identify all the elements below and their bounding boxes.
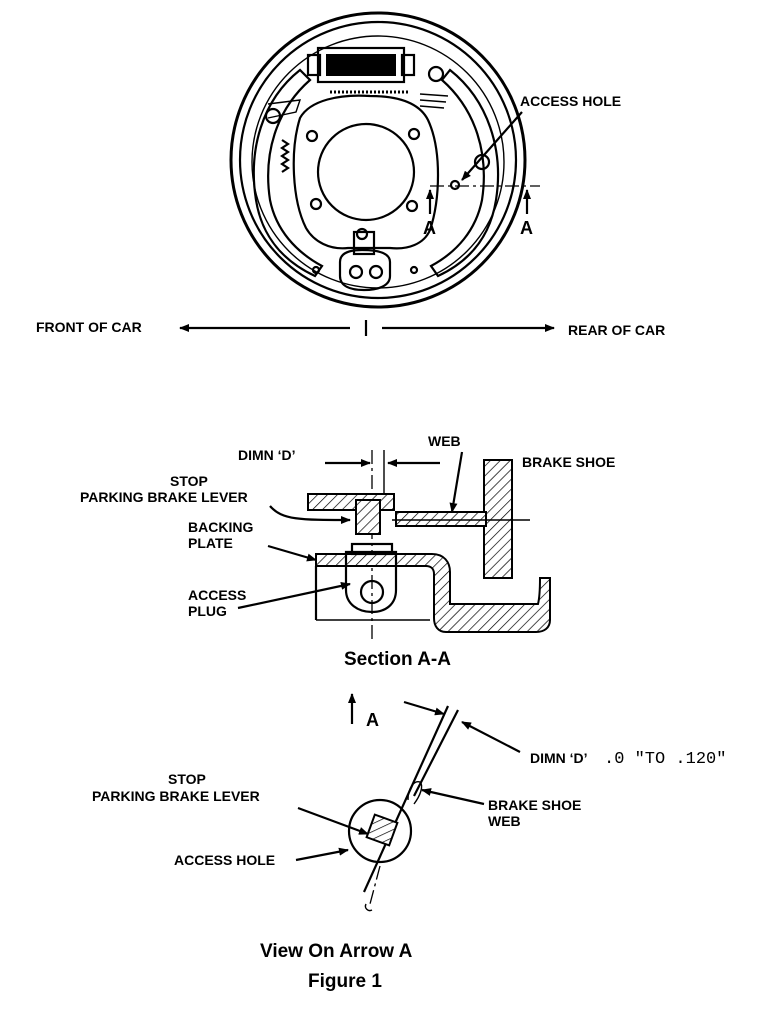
view-stop-label-line1: STOP [168,771,206,787]
rear-brake-shoe [429,68,500,278]
dimn-view-arrow-upper [403,700,445,716]
backing-plate-section [315,553,551,633]
view-access-hole-label: ACCESS HOLE [174,852,275,868]
view-stop-leader [297,806,369,836]
access-plug-label-line1: ACCESS [188,587,246,603]
brake-shoe-web-leader [421,788,485,806]
lower-pin-right [409,265,419,275]
backing-leader [267,544,317,562]
brake-shoe-label: BRAKE SHOE [522,454,615,470]
view-caption: View On Arrow A [260,941,413,962]
stop-pin-view [365,813,399,847]
brake-shoe-web-label-line2: WEB [488,813,521,829]
web-label: WEB [428,433,461,449]
view-dimn-label: DIMN ‘D’ [530,750,588,766]
section-a-a-view: DIMN ‘D’ WEB BRAKE SHOE STOP PARKING BRA… [80,433,615,670]
access-plug-hole [359,579,385,605]
drum-inner-rim [238,20,518,300]
section-caption: Section A-A [344,649,451,670]
bolt-hole-4 [405,199,419,213]
access-hole-circle [347,798,413,864]
adjuster-link [419,93,449,109]
front-of-car-label: FRONT OF CAR [36,319,142,335]
hold-down-pin-right [473,153,491,171]
hub-mounting-plate [292,94,440,250]
backing-label-line2: PLATE [188,535,233,551]
shoe-web-section [395,511,487,527]
stop-pin-section [355,499,381,535]
view-on-arrow-a: A DIMN ‘D’ .0 "TO .120" STOP PARKING BRA… [92,693,726,962]
stop-label-line2: PARKING BRAKE LEVER [80,489,248,505]
car-direction-indicator: FRONT OF CAR REAR OF CAR [36,319,665,338]
axle-hole [316,122,416,222]
figure-caption: Figure 1 [308,971,382,992]
access-plug-label-line2: PLUG [188,603,227,619]
bolt-hole-2 [407,127,421,141]
section-mark-right: A [520,218,533,238]
upper-pin-right [427,65,445,83]
stop-lever-section [307,493,395,511]
return-spring [280,139,290,173]
bolt-hole-5 [355,227,369,241]
access-plug-leader [237,581,351,610]
web-edge-1 [362,705,450,893]
lower-centerline [369,865,381,905]
web-tip [407,781,423,805]
section-mark-left: A [423,218,436,238]
view-stop-label-line2: PARKING BRAKE LEVER [92,788,260,804]
squiggle [364,903,373,912]
wheel-cylinder [306,46,416,94]
view-access-hole-leader [295,847,349,862]
lower-pin-left [311,265,321,275]
bolt-hole-3 [309,197,323,211]
front-brake-shoe [252,68,324,278]
dimn-view-arrow-lower [461,721,521,753]
access-hole-label: ACCESS HOLE [520,93,621,109]
access-hole [449,179,461,191]
backing-label-line1: BACKING [188,519,253,535]
parking-lever-link [267,99,302,119]
stop-label-line1: STOP [170,473,208,489]
rear-of-car-label: REAR OF CAR [568,322,665,338]
web-edge-2 [413,709,459,797]
view-dimn-value: .0 "TO .120" [604,750,726,769]
view-arrow-letter: A [366,710,379,730]
bolt-hole-1 [305,129,319,143]
brake-assembly-top-view: A A ACCESS HOLE [229,11,621,309]
shoe-anchor [338,230,392,292]
web-leader [449,451,464,513]
access-hole-leader [461,111,523,181]
drum-outer-rim [229,11,527,309]
access-plug-section [344,550,398,614]
brake-shoe-section [483,459,513,579]
brake-shoe-web-label-line1: BRAKE SHOE [488,797,581,813]
section-dimn-label: DIMN ‘D’ [238,447,296,463]
stop-leader [269,505,351,524]
